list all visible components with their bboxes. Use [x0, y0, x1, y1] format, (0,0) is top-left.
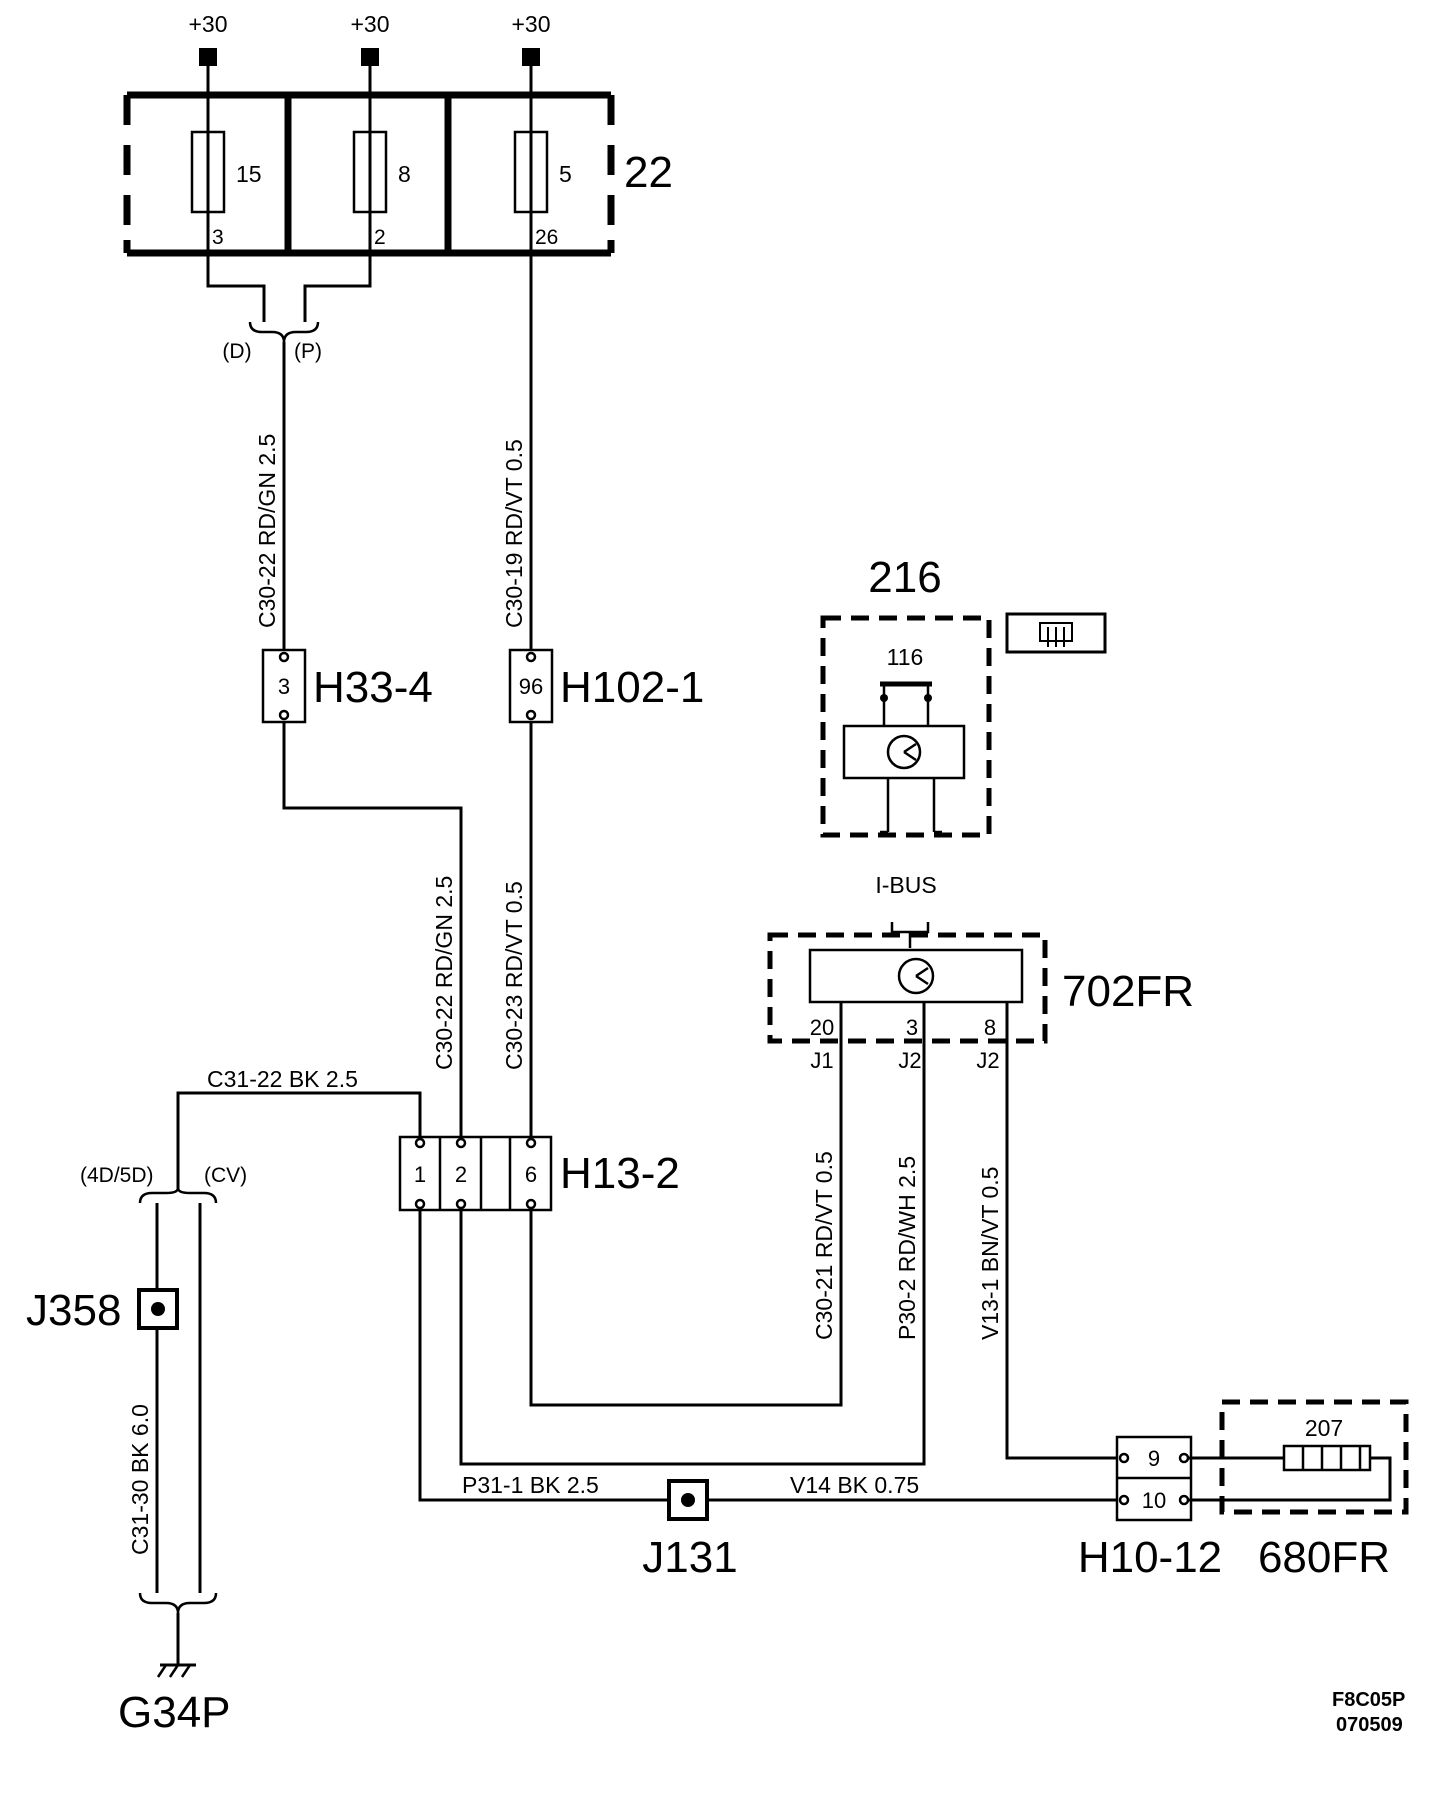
module-216: 216 116 I-BUS: [820, 553, 1107, 898]
splice-j131-id: J131: [642, 1533, 737, 1582]
702fr-plug-j1: J1: [810, 1048, 833, 1073]
wire-label-c30-22-top: C30-22 RD/GN 2.5: [254, 434, 280, 628]
connector-h102-1-id: H102-1: [560, 663, 704, 712]
supply-label-2: +30: [350, 11, 389, 37]
fuse-rating-1: 15: [236, 161, 262, 187]
wire-p31-1: P31-1 BK 2.5: [418, 1210, 669, 1502]
connector-h13-2-id: H13-2: [560, 1149, 680, 1198]
fuse-pin-3: 26: [535, 226, 558, 249]
connector-h33-4-pin: 3: [278, 674, 290, 699]
variant-p: (P): [294, 340, 322, 363]
variant-cv: (CV): [204, 1164, 247, 1187]
wire-label-c31-30: C31-30 BK 6.0: [127, 1404, 153, 1555]
element-207: [1282, 1444, 1372, 1472]
connector-h13-2: 1 2 6 H13-2: [398, 1135, 680, 1212]
h13-2-pin-1: 1: [414, 1162, 426, 1187]
h10-12-pin-10: 10: [1142, 1488, 1166, 1513]
wire-c31-30: C31-30 BK 6.0: [127, 1203, 218, 1614]
702fr-pin-3: 3: [906, 1015, 918, 1040]
footer: F8C05P 070509: [1332, 1689, 1405, 1736]
702fr-plug-j2-b: J2: [976, 1048, 999, 1073]
element-207-label: 207: [1305, 1415, 1343, 1441]
h13-2-pin-6: 6: [525, 1162, 537, 1187]
ground-id: G34P: [118, 1688, 231, 1737]
ground-g34p: G34P: [118, 1613, 231, 1737]
fuse-pin-2: 2: [374, 226, 386, 249]
variant-4d5d: (4D/5D): [80, 1164, 154, 1187]
wire-c30-19: C30-19 RD/VT 0.5: [501, 212, 533, 650]
wire-label-c30-22-bot: C30-22 RD/GN 2.5: [431, 876, 457, 1070]
h13-2-pin-2: 2: [455, 1162, 467, 1187]
connector-h33-4-id: H33-4: [313, 663, 433, 712]
fuse-rating-3: 5: [559, 161, 572, 187]
wire-label-c30-21: C30-21 RD/VT 0.5: [811, 1151, 837, 1340]
wire-c30-23: C30-23 RD/VT 0.5: [501, 722, 533, 1137]
wire-label-c30-19: C30-19 RD/VT 0.5: [501, 439, 527, 628]
supply-terminal-1: [199, 48, 217, 66]
wire-p30-2: P30-2 RD/WH 2.5: [459, 1002, 926, 1466]
wire-v13-1: V13-1 BN/VT 0.5: [977, 1002, 1124, 1460]
module-216-id: 216: [868, 553, 941, 602]
supply-label-3: +30: [511, 11, 550, 37]
wire-label-c30-23: C30-23 RD/VT 0.5: [501, 881, 527, 1070]
supply-terminal-3: [522, 48, 540, 66]
connector-h102-1-pin: 96: [519, 674, 543, 699]
supply-terminal-2: [361, 48, 379, 66]
footer-date: 070509: [1336, 1714, 1403, 1736]
fuse-pin-1: 3: [212, 226, 224, 249]
ibus-label: I-BUS: [875, 872, 936, 898]
supply-terminals: +30 +30 +30: [188, 11, 551, 135]
wire-c30-22-upper: (D) (P) C30-22 RD/GN 2.5: [206, 212, 372, 650]
connector-h33-4: 3 H33-4: [261, 648, 433, 724]
connector-h102-1: 96 H102-1: [508, 648, 704, 724]
fuse-rating-2: 8: [398, 161, 411, 187]
variant-d: (D): [222, 340, 251, 363]
module-216-symbol-icon: [1005, 612, 1107, 654]
component-680fr-id: 680FR: [1258, 1533, 1390, 1582]
wire-label-p31-1: P31-1 BK 2.5: [462, 1472, 599, 1498]
footer-code: F8C05P: [1332, 1689, 1405, 1711]
fuse-box-id: 22: [624, 148, 673, 197]
switch-116-label: 116: [887, 644, 924, 670]
h10-12-pin-9: 9: [1148, 1446, 1160, 1471]
supply-label-1: +30: [188, 11, 227, 37]
wire-label-p30-2: P30-2 RD/WH 2.5: [894, 1156, 920, 1340]
splice-j131: J131: [642, 1479, 738, 1582]
702fr-pin-20: 20: [810, 1015, 834, 1040]
splice-j358: J358: [26, 1286, 179, 1335]
702fr-plug-j2-a: J2: [898, 1048, 921, 1073]
wire-c31-22: C31-22 BK 2.5 (4D/5D) (CV): [80, 1066, 422, 1204]
wire-c30-22-lower: C30-22 RD/GN 2.5: [282, 722, 463, 1137]
connector-h10-12-id: H10-12: [1078, 1533, 1222, 1582]
module-702fr-id: 702FR: [1062, 967, 1194, 1016]
wire-label-v14: V14 BK 0.75: [790, 1472, 919, 1498]
wire-label-v13-1: V13-1 BN/VT 0.5: [977, 1167, 1003, 1340]
wire-v14: V14 BK 0.75: [707, 1472, 1124, 1502]
splice-j358-id: J358: [26, 1286, 121, 1335]
component-680fr: 207 680FR: [1188, 1399, 1409, 1582]
connector-h10-12: 9 10 H10-12: [1078, 1435, 1222, 1582]
wire-label-c31-22: C31-22 BK 2.5: [207, 1066, 358, 1092]
wire-c30-21: C30-21 RD/VT 0.5: [529, 1002, 843, 1407]
module-702fr: 702FR 20 3 8 J1 J2 J2: [767, 922, 1194, 1073]
702fr-pin-8: 8: [984, 1015, 996, 1040]
